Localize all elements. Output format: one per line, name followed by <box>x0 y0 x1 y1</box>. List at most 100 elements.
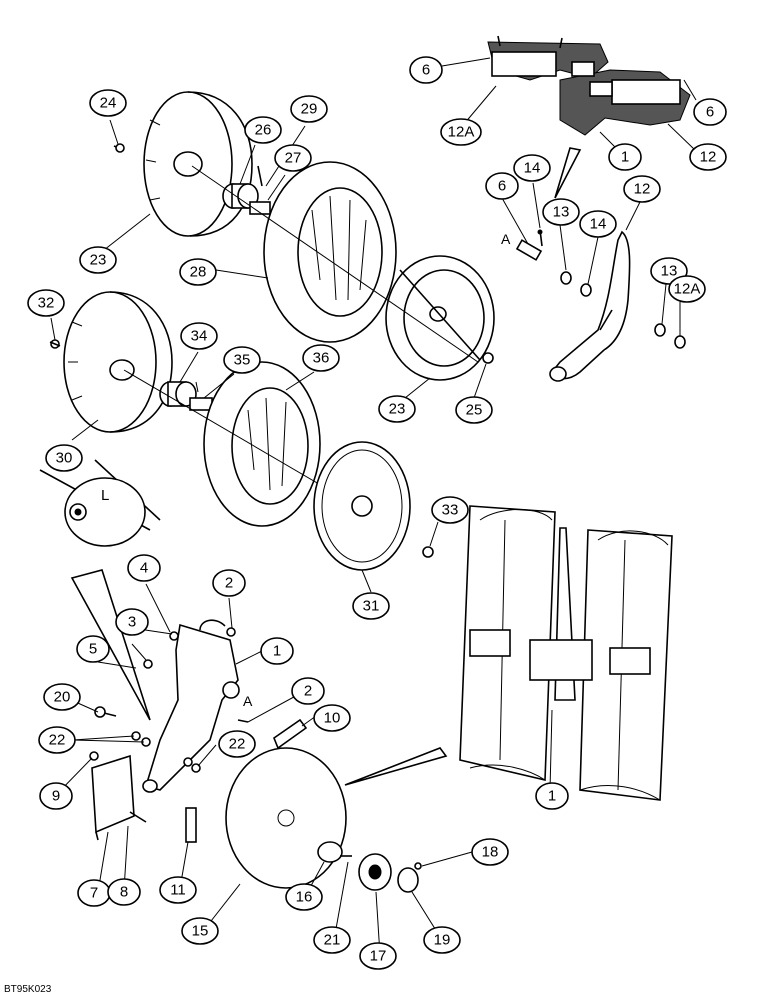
svg-text:11: 11 <box>170 882 186 899</box>
svg-text:27: 27 <box>285 150 302 167</box>
callout-9: 9 <box>39 782 73 810</box>
callout-3: 3 <box>115 608 149 636</box>
wheel-half-31 <box>63 291 173 433</box>
callout-26: 25 <box>455 396 493 424</box>
svg-text:19: 19 <box>434 932 451 949</box>
detail-view-l <box>39 459 161 547</box>
svg-text:30: 30 <box>56 450 73 467</box>
callout-4: 4 <box>127 554 161 582</box>
svg-text:23: 23 <box>389 401 406 418</box>
scraper-10 <box>273 718 308 750</box>
svg-text:1: 1 <box>548 788 556 805</box>
tire-37 <box>203 361 321 527</box>
callout-25: 24 <box>89 89 127 117</box>
svg-text:26: 26 <box>255 122 272 139</box>
svg-text:36: 36 <box>313 350 330 367</box>
view-label-a-lower: A <box>243 693 253 709</box>
svg-text:6: 6 <box>706 104 714 121</box>
wheel-half-24-upper-right <box>385 255 495 381</box>
disc-32 <box>313 441 411 571</box>
bearing-27 <box>222 183 259 209</box>
svg-text:18: 18 <box>482 844 499 861</box>
svg-text:12: 12 <box>634 181 651 198</box>
wheel-half-24-upper-left <box>143 91 253 237</box>
callout-20: 19 <box>423 926 461 954</box>
callout-28: 27 <box>274 144 312 172</box>
callout-6-top-right: 6 <box>693 98 727 126</box>
key-11 <box>185 807 197 843</box>
callout-27: 26 <box>244 116 282 144</box>
svg-text:10: 10 <box>324 710 341 727</box>
callout-6-mid: 6 <box>485 172 519 200</box>
callout-31: 30 <box>45 444 83 472</box>
pin-6 <box>515 239 543 261</box>
callout-35: 34 <box>180 322 218 350</box>
bracket-1 <box>142 619 240 793</box>
svg-text:24: 24 <box>100 95 117 112</box>
callout-1-closing: 1 <box>535 782 569 810</box>
nut-34 <box>422 546 434 558</box>
scraper-blade-1-lower <box>344 747 448 786</box>
svg-text:31: 31 <box>363 598 380 615</box>
closing-wheel-view <box>459 505 673 801</box>
svg-text:12: 12 <box>700 149 717 166</box>
svg-text:20: 20 <box>54 689 71 706</box>
callout-32: 31 <box>352 592 390 620</box>
callout-29: 28 <box>179 258 217 286</box>
bolt-25 <box>113 143 125 153</box>
opener-blade-1-left <box>70 569 151 721</box>
svg-text:8: 8 <box>120 884 128 901</box>
arm-12 <box>549 230 631 382</box>
scraper-plate-7-8 <box>91 754 147 841</box>
callout-21: 20 <box>43 683 81 711</box>
callout-34: 33 <box>431 496 469 524</box>
view-label-l: L <box>101 487 109 504</box>
scraper-blade-1-upper <box>554 147 582 199</box>
callout-16: 15 <box>181 917 219 945</box>
axle-28 <box>249 165 271 215</box>
diagram-code: BT95K023 <box>4 984 52 995</box>
callout-37: 36 <box>302 344 340 372</box>
callout-30: 29 <box>290 95 328 123</box>
callout-33: 32 <box>27 289 65 317</box>
callout-15: 14 <box>513 154 551 182</box>
pivot-assembly <box>487 35 691 136</box>
callout-6-top-left: 6 <box>409 56 443 84</box>
svg-text:21: 21 <box>324 932 341 949</box>
svg-text:16: 16 <box>296 889 313 906</box>
svg-text:1: 1 <box>621 149 629 166</box>
callout-1-bracket: 1 <box>260 637 294 665</box>
svg-text:1: 1 <box>273 643 281 660</box>
svg-text:32: 32 <box>38 295 55 312</box>
pin-15 <box>537 229 543 247</box>
callout-13-right: 12A <box>668 275 706 303</box>
svg-text:13: 13 <box>553 204 570 221</box>
callout-13-left: 13 <box>542 198 580 226</box>
tire-29 <box>263 161 397 343</box>
callout-17: 16 <box>285 883 323 911</box>
svg-text:29: 29 <box>301 101 318 118</box>
callout-22: 21 <box>313 926 351 954</box>
svg-text:2: 2 <box>304 683 312 700</box>
svg-text:17: 17 <box>370 948 387 965</box>
callout-5: 5 <box>76 635 110 663</box>
callout-11: 11 <box>159 876 197 904</box>
svg-text:12A: 12A <box>448 124 475 141</box>
svg-text:28: 28 <box>190 264 207 281</box>
callout-12a: 12A <box>440 118 482 146</box>
callout-1-top: 1 <box>608 143 642 171</box>
callout-24-upper-right: 23 <box>378 395 416 423</box>
callout-2-lower: 2 <box>291 677 325 705</box>
svg-text:13: 13 <box>661 263 678 280</box>
callout-19: 18 <box>471 838 509 866</box>
callout-14-left: 14 <box>579 210 617 238</box>
nut-26 <box>482 352 494 364</box>
svg-text:34: 34 <box>191 328 208 345</box>
svg-text:6: 6 <box>498 178 506 195</box>
svg-text:35: 35 <box>234 352 251 369</box>
callout-18: 17 <box>359 942 397 970</box>
callout-12-top: 12 <box>689 143 727 171</box>
svg-text:5: 5 <box>89 641 97 658</box>
svg-text:3: 3 <box>128 614 136 631</box>
callout-8: 8 <box>107 878 141 906</box>
